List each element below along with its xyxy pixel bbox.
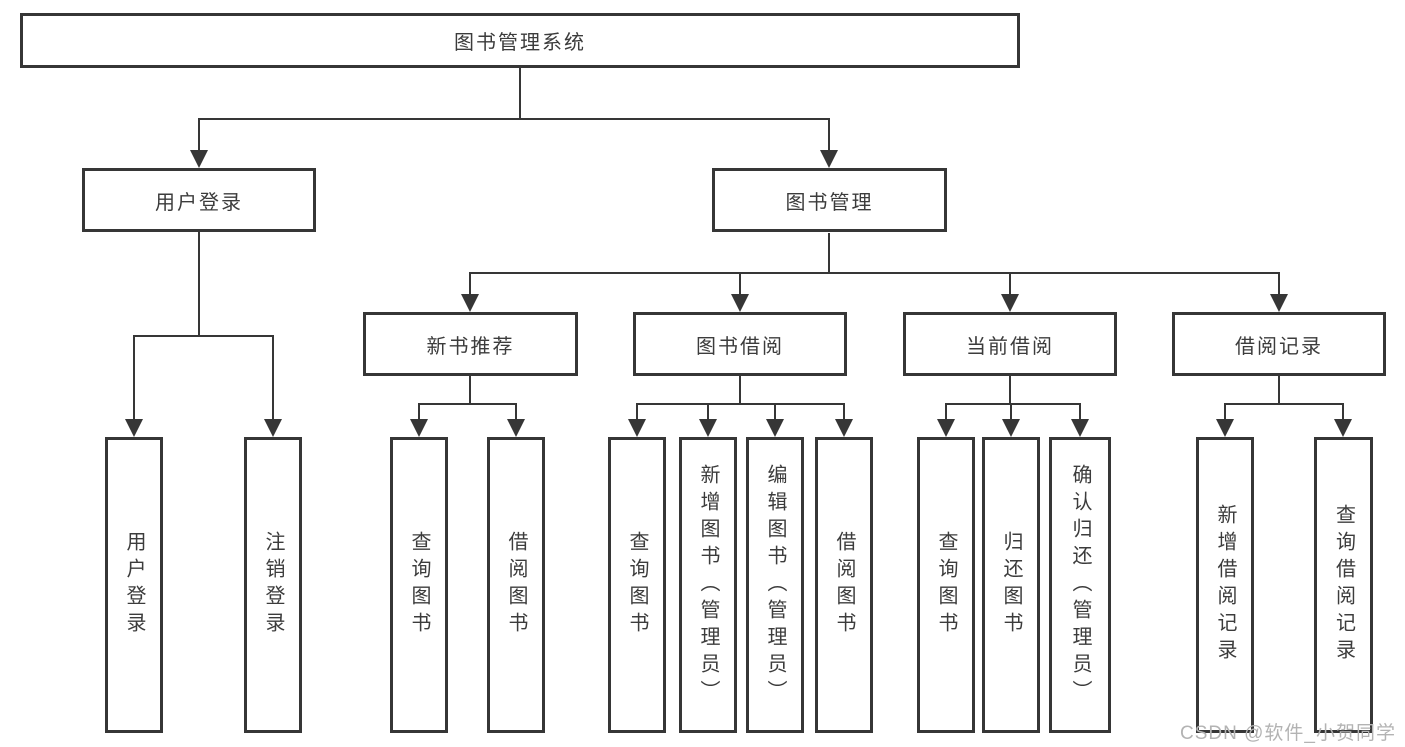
- connector-level2-hline: [198, 118, 830, 120]
- leaf-borrowing-borrow-books: 借阅图书: [815, 437, 873, 733]
- connector-level3-hline: [469, 272, 1280, 274]
- connector-drop-br-query: [1342, 404, 1344, 421]
- arrowhead-cb-query: [937, 419, 955, 437]
- node-current-borrowing: 当前借阅: [903, 312, 1117, 376]
- node-borrow-records: 借阅记录: [1172, 312, 1386, 376]
- connector-drop-bb-add: [707, 404, 709, 421]
- arrowhead-user-login: [190, 150, 208, 168]
- arrowhead-leaf-user-login: [125, 419, 143, 437]
- watermark: CSDN @软件_小贺同学: [1180, 723, 1396, 744]
- leaf-newbook-borrow-books-label: 借阅图书: [505, 531, 527, 639]
- connector-book-borrowing-stem: [739, 376, 741, 405]
- leaf-borrowing-edit-books-admin-label: 编辑图书（管理员）: [764, 463, 786, 707]
- connector-drop-book-management: [828, 119, 830, 152]
- connector-drop-br-add: [1224, 404, 1226, 421]
- leaf-current-query-books-label: 查询图书: [935, 531, 957, 639]
- arrowhead-nb-borrow: [507, 419, 525, 437]
- connector-borrow-records-split: [1224, 403, 1344, 405]
- connector-book-borrowing-split: [636, 403, 845, 405]
- leaf-borrowing-query-books: 查询图书: [608, 437, 666, 733]
- arrowhead-cb-confirm: [1071, 419, 1089, 437]
- leaf-newbook-borrow-books: 借阅图书: [487, 437, 545, 733]
- node-library-system-label: 图书管理系统: [454, 32, 586, 54]
- leaf-current-query-books: 查询图书: [917, 437, 975, 733]
- leaf-borrowing-borrow-books-label: 借阅图书: [833, 531, 855, 639]
- leaf-current-return-books-label: 归还图书: [1000, 531, 1022, 639]
- connector-drop-cb-query: [945, 404, 947, 421]
- arrowhead-bb-query: [628, 419, 646, 437]
- arrowhead-bb-add: [699, 419, 717, 437]
- node-library-system: 图书管理系统: [20, 13, 1020, 68]
- connector-current-borrowing-stem: [1009, 376, 1011, 405]
- connector-current-borrowing-split: [945, 403, 1081, 405]
- connector-drop-cb-return: [1010, 404, 1012, 421]
- connector-drop-borrow-records: [1278, 273, 1280, 296]
- arrowhead-bb-edit: [766, 419, 784, 437]
- connector-user-login-hline: [133, 335, 274, 337]
- connector-drop-new-book: [469, 273, 471, 296]
- arrowhead-current-borrowing: [1001, 294, 1019, 312]
- node-book-management: 图书管理: [712, 168, 947, 232]
- connector-new-book-split: [418, 403, 517, 405]
- leaf-current-confirm-return-admin-label: 确认归还（管理员）: [1069, 463, 1091, 707]
- connector-drop-cb-confirm: [1079, 404, 1081, 421]
- connector-book-management-stem: [828, 233, 830, 274]
- leaf-user-login-label: 用户登录: [123, 531, 145, 639]
- leaf-logout-label: 注销登录: [262, 531, 284, 639]
- arrowhead-leaf-logout: [264, 419, 282, 437]
- connector-drop-bb-edit: [774, 404, 776, 421]
- node-new-book-recommend-label: 新书推荐: [426, 335, 515, 358]
- leaf-records-query-record: 查询借阅记录: [1314, 437, 1373, 733]
- leaf-records-query-record-label: 查询借阅记录: [1332, 504, 1355, 666]
- arrowhead-br-add: [1216, 419, 1234, 437]
- connector-drop-nb-borrow: [515, 404, 517, 421]
- leaf-borrowing-add-books-admin: 新增图书（管理员）: [679, 437, 737, 733]
- arrowhead-cb-return: [1002, 419, 1020, 437]
- connector-drop-bb-query: [636, 404, 638, 421]
- leaf-newbook-query-books: 查询图书: [390, 437, 448, 733]
- leaf-logout: 注销登录: [244, 437, 302, 733]
- arrowhead-nb-query: [410, 419, 428, 437]
- arrowhead-book-management: [820, 150, 838, 168]
- leaf-records-add-record: 新增借阅记录: [1196, 437, 1254, 733]
- arrowhead-br-query: [1334, 419, 1352, 437]
- connector-drop-leaf-logout: [272, 336, 274, 421]
- connector-drop-book-borrowing: [739, 273, 741, 296]
- connector-drop-current-borrowing: [1009, 273, 1011, 296]
- node-current-borrowing-label: 当前借阅: [966, 335, 1054, 358]
- node-user-login-label: 用户登录: [155, 191, 243, 214]
- connector-drop-bb-borrow: [843, 404, 845, 421]
- connector-drop-leaf-user-login: [133, 336, 135, 421]
- arrowhead-new-book: [461, 294, 479, 312]
- node-borrow-records-label: 借阅记录: [1235, 335, 1323, 358]
- connector-drop-user-login: [198, 119, 200, 152]
- leaf-borrowing-edit-books-admin: 编辑图书（管理员）: [746, 437, 804, 733]
- arrowhead-book-borrowing: [731, 294, 749, 312]
- connector-new-book-stem: [469, 376, 471, 405]
- node-book-management-label: 图书管理: [785, 191, 874, 214]
- arrowhead-bb-borrow: [835, 419, 853, 437]
- connector-drop-nb-query: [418, 404, 420, 421]
- leaf-user-login: 用户登录: [105, 437, 163, 733]
- node-new-book-recommend: 新书推荐: [363, 312, 578, 376]
- leaf-borrowing-add-books-admin-label: 新增图书（管理员）: [697, 463, 719, 707]
- leaf-newbook-query-books-label: 查询图书: [408, 531, 430, 639]
- connector-user-login-stem: [198, 232, 200, 337]
- leaf-current-return-books: 归还图书: [982, 437, 1040, 733]
- leaf-records-add-record-label: 新增借阅记录: [1214, 504, 1236, 666]
- connector-root-stem: [519, 68, 521, 120]
- leaf-borrowing-query-books-label: 查询图书: [626, 531, 648, 639]
- node-book-borrowing-label: 图书借阅: [696, 335, 784, 358]
- node-user-login: 用户登录: [82, 168, 316, 232]
- arrowhead-borrow-records: [1270, 294, 1288, 312]
- leaf-current-confirm-return-admin: 确认归还（管理员）: [1049, 437, 1111, 733]
- node-book-borrowing: 图书借阅: [633, 312, 847, 376]
- connector-borrow-records-stem: [1278, 376, 1280, 405]
